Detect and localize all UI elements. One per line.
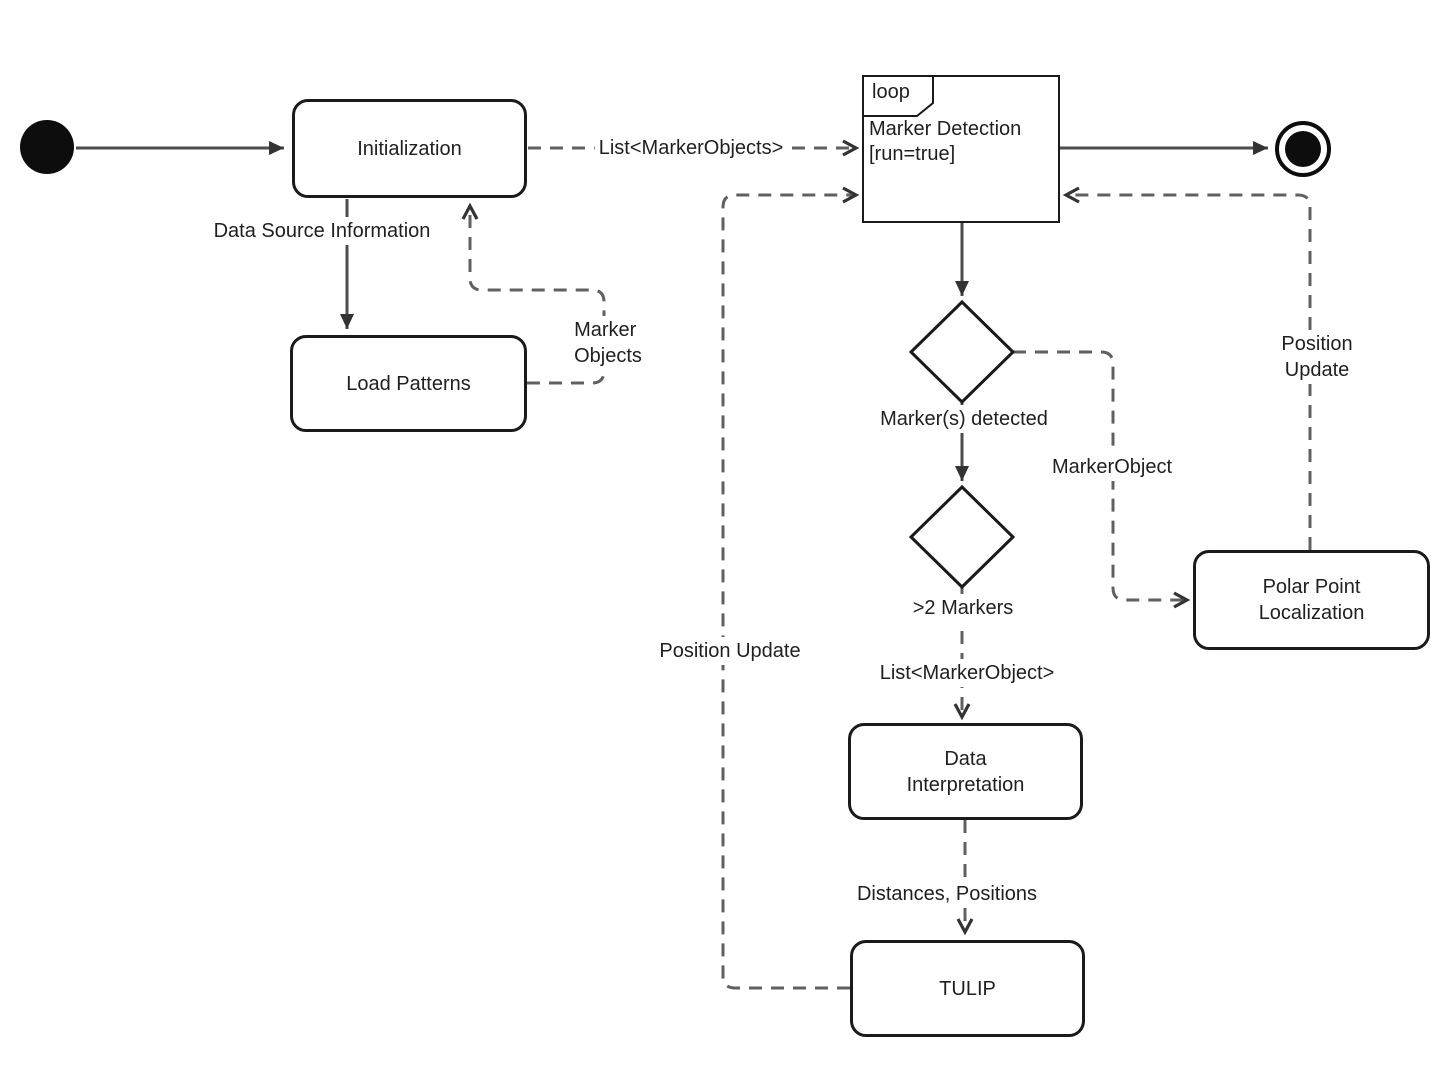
label-markerobject: MarkerObject (1047, 453, 1177, 481)
label-gt2-markers: >2 Markers (908, 594, 1018, 622)
loop-fragment-marker-detection: loop Marker Detection [run=true] (862, 75, 1060, 223)
final-state-node (1275, 121, 1331, 177)
loop-tab-label: loop (872, 81, 910, 103)
final-state-inner-dot (1285, 131, 1321, 167)
label-data-source-information: Data Source Information (209, 217, 435, 245)
activity-data-interpretation: Data Interpretation (848, 723, 1083, 820)
activity-polar-point-localization: Polar Point Localization (1193, 550, 1430, 650)
activity-load-patterns: Load Patterns (290, 335, 527, 432)
edge-loadpatterns-to-initialization (461, 202, 606, 385)
activity-tulip: TULIP (850, 940, 1085, 1037)
activity-initialization: Initialization (292, 99, 527, 198)
label-distances-positions: Distances, Positions (852, 880, 1042, 908)
edge-decision1-to-polarpoint (1013, 350, 1191, 609)
edge-tulip-to-markerdetection (721, 186, 860, 990)
marker-detection-name: Marker Detection (869, 118, 1022, 140)
label-marker-objects: Marker Objects (570, 316, 646, 370)
label-list-markerobjects: List<MarkerObjects> (594, 134, 788, 162)
loop-tab-shape (862, 75, 934, 117)
label-list-markerobject: List<MarkerObject> (875, 659, 1059, 687)
decision2-diamond (908, 484, 1016, 590)
marker-detection-guard: [run=true] (869, 143, 956, 165)
label-position-update-left: Position Update (655, 637, 805, 665)
initial-state-node (20, 120, 74, 174)
edge-polarpoint-to-markerdetection (1062, 186, 1312, 550)
label-position-update-right: Position Update (1247, 330, 1387, 384)
decision1-diamond (908, 299, 1016, 405)
marker-detection-label: Marker Detection [run=true] (869, 117, 1057, 167)
label-markers-detected: Marker(s) detected (876, 405, 1052, 433)
